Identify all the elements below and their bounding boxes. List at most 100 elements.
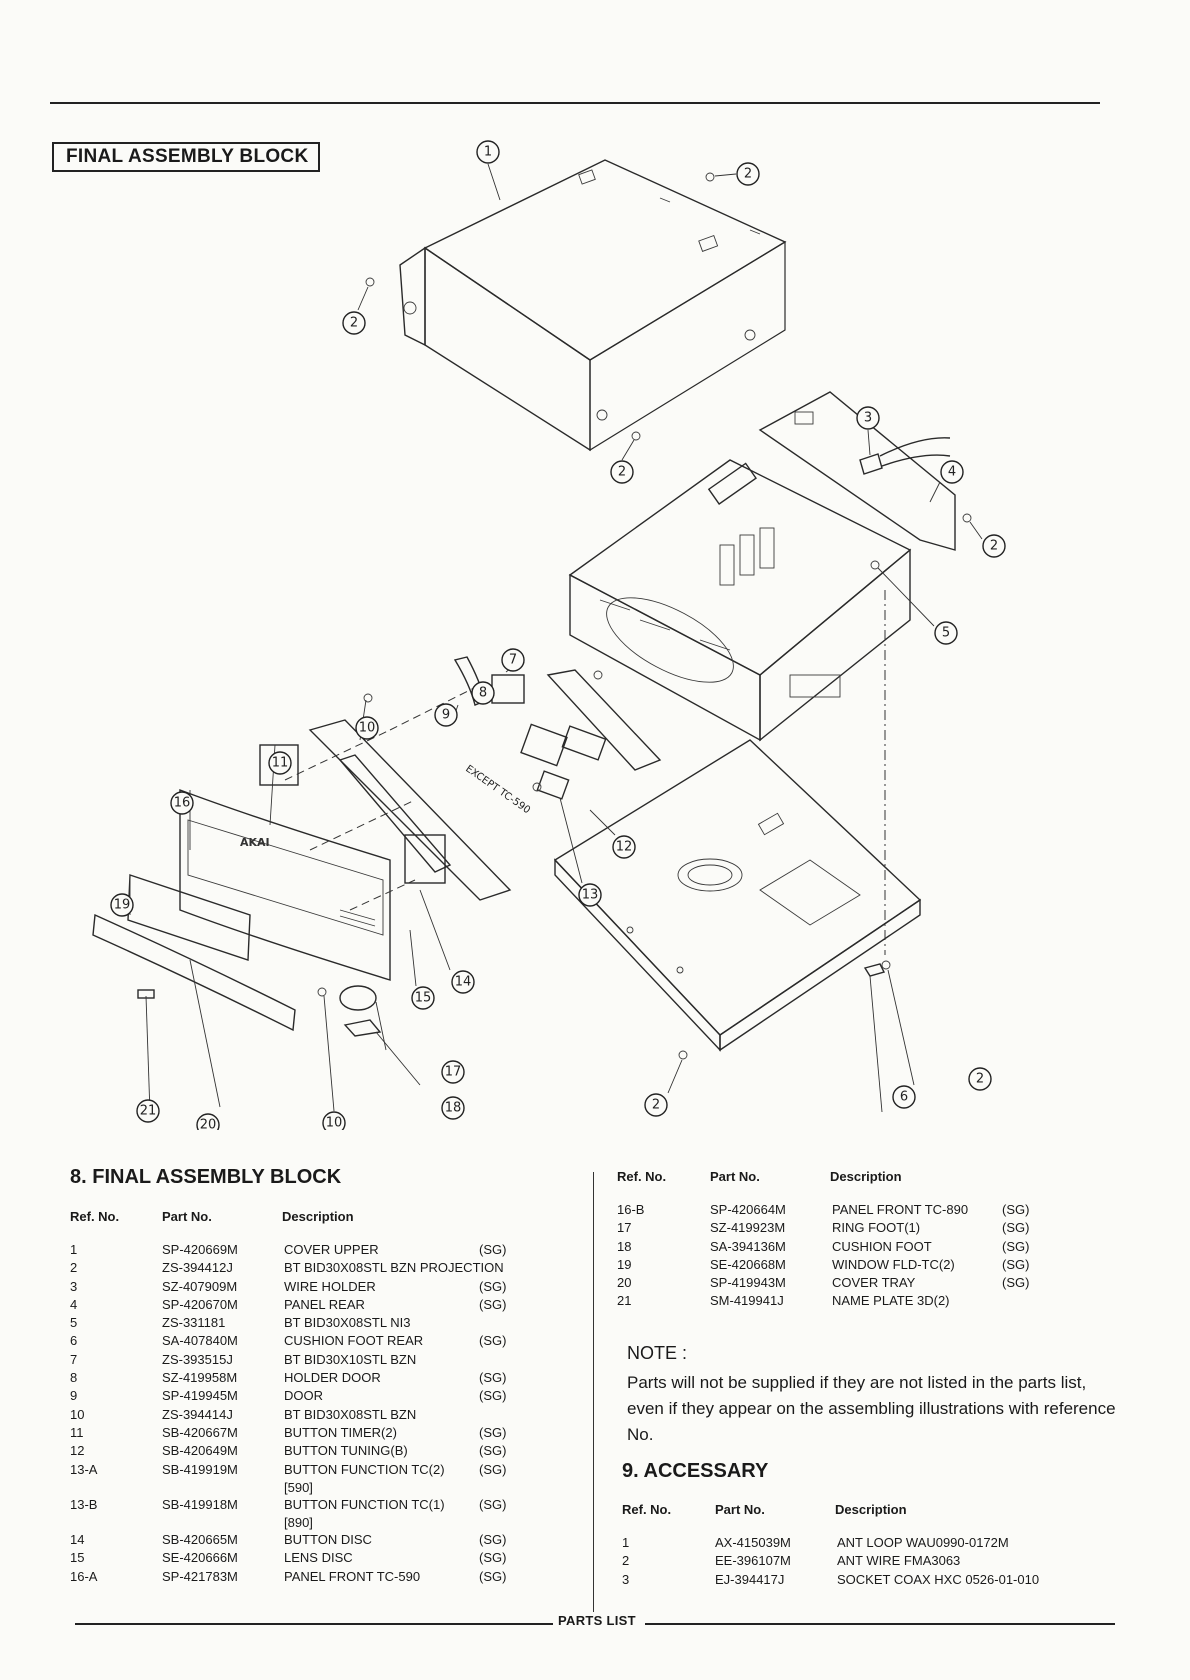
table-row-sub: [590] (70, 1479, 504, 1496)
header-part: Part No. (710, 1169, 760, 1184)
svg-text:6: 6 (900, 1090, 908, 1105)
svg-text:10: 10 (359, 721, 376, 736)
ref-no: 13-B (70, 1496, 98, 1512)
diagram-title: FINAL ASSEMBLY BLOCK (52, 142, 321, 172)
part-no: SM-419941J (710, 1293, 784, 1309)
description-cell: SOCKET COAX HXC 0526-01-010 (837, 1571, 1039, 1589)
callout-5: 5 (934, 621, 958, 645)
svg-text:18: 18 (445, 1101, 462, 1116)
ref-no: 13-A (70, 1461, 98, 1477)
ref-no: 11 (70, 1424, 84, 1440)
part-button-tuning (520, 723, 607, 767)
svg-text:2: 2 (990, 539, 998, 554)
header-ref: Ref. No. (622, 1502, 672, 1517)
callout-2-left: 2 (342, 311, 366, 335)
part-cover-tray (92, 913, 296, 1032)
callout-17: 17 (441, 1060, 465, 1084)
svg-text:9: 9 (442, 708, 450, 723)
top-rule (50, 102, 1100, 104)
svg-text:20: 20 (200, 1118, 217, 1131)
description-cell: HOLDER DOOR(SG) (284, 1369, 506, 1387)
description-cell: CUSHION FOOT(SG) (832, 1238, 1029, 1256)
ref-no: 19 (617, 1256, 632, 1272)
sg-tag: (SG) (1002, 1256, 1030, 1272)
description: PANEL FRONT TC-890 (832, 1202, 969, 1217)
callout-11: 11 (268, 751, 292, 775)
description: CUSHION FOOT REAR (284, 1333, 424, 1349)
svg-text:14: 14 (455, 975, 472, 990)
description: WIRE HOLDER (284, 1278, 376, 1294)
part-no: SA-394136M (710, 1238, 786, 1254)
footer-rule-left (75, 1623, 553, 1625)
part-no: SB-420649M (162, 1443, 238, 1459)
spacer (70, 1479, 284, 1496)
sg-tag: (SG) (1002, 1220, 1030, 1236)
description: HOLDER DOOR (284, 1370, 381, 1386)
part-display-board (308, 719, 512, 901)
ref-no: 16-A (70, 1568, 98, 1584)
ref-no: 17 (617, 1220, 632, 1236)
part-cushion-foot (343, 1019, 382, 1037)
ref-no: 2 (70, 1260, 78, 1276)
description-cell: BUTTON FUNCTION TC(2)(SG) (284, 1461, 506, 1479)
part-button-disc (404, 834, 446, 884)
description: ANT LOOP WAU0990-0172M (837, 1535, 1009, 1550)
spacer (70, 1514, 284, 1531)
svg-text:4: 4 (948, 465, 956, 480)
callout-6: 6 (892, 1085, 916, 1109)
part-tuning-board (546, 669, 662, 771)
svg-text:12: 12 (616, 840, 633, 855)
callout-19: 19 (110, 893, 134, 917)
description-cell: BT BID30X08STL BZN PROJECTION (284, 1259, 504, 1277)
table-header: Ref. No. Part No. Description (622, 1502, 1039, 1517)
description: NAME PLATE 3D(2) (832, 1293, 950, 1309)
column-divider (593, 1172, 594, 1612)
description-cell: RING FOOT(1)(SG) (832, 1219, 1029, 1237)
description: BUTTON FUNCTION TC(2) (284, 1461, 445, 1477)
sg-tag: (SG) (479, 1496, 507, 1512)
header-desc: Description (282, 1209, 354, 1224)
description-cell: CUSHION FOOT REAR(SG) (284, 1332, 506, 1350)
part-wire-holder (859, 437, 951, 475)
svg-text:15: 15 (415, 991, 432, 1006)
callout-2-top: 2 (736, 162, 760, 186)
ref-no: 12 (70, 1443, 85, 1459)
description: COVER UPPER (284, 1242, 379, 1257)
description: BT BID30X08STL NI3 (284, 1315, 411, 1331)
svg-text:17: 17 (445, 1065, 462, 1080)
header-part: Part No. (162, 1209, 212, 1224)
svg-text:2: 2 (744, 167, 752, 182)
description-cell: BUTTON TIMER(2)(SG) (284, 1424, 506, 1442)
header-ref: Ref. No. (617, 1169, 667, 1184)
ref-no: 3 (70, 1278, 78, 1294)
svg-text:1: 1 (484, 145, 492, 160)
part-cover-upper (399, 159, 787, 452)
ref-no: 1 (622, 1535, 630, 1550)
description-cell: ANT WIRE FMA3063 (837, 1552, 960, 1570)
part-chassis-bottom (553, 739, 922, 1052)
ref-no: 3 (622, 1571, 630, 1587)
section-8-title: 8. FINAL ASSEMBLY BLOCK (70, 1166, 342, 1188)
callout-7: 7 (501, 648, 525, 672)
svg-text:11: 11 (272, 756, 289, 771)
sg-tag: (SG) (479, 1388, 507, 1404)
footer-rule-right (645, 1623, 1115, 1625)
part-no: SP-420664M (710, 1202, 786, 1217)
description: DOOR (284, 1388, 323, 1404)
